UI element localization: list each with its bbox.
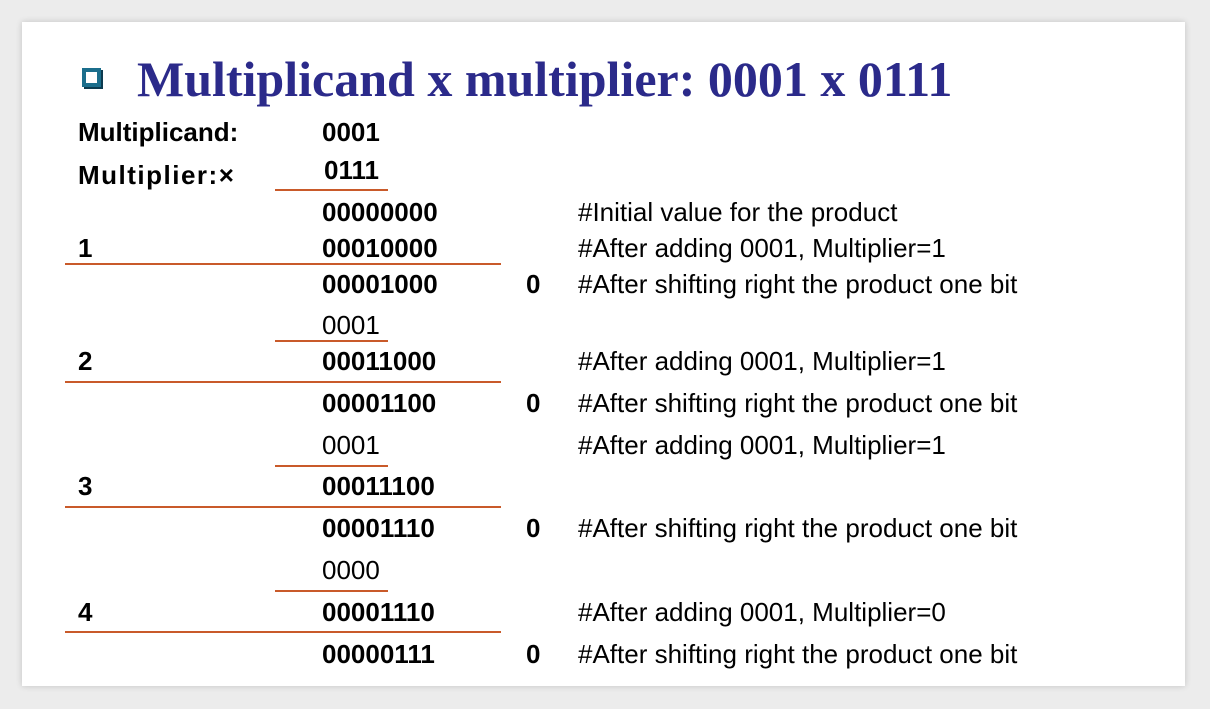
step-comment: #Initial value for the product: [578, 197, 898, 227]
slide-title: Multiplicand x multiplier: 0001 x 0111: [137, 51, 953, 107]
step-divider-1: [65, 263, 501, 265]
step-comment: #After shifting right the product one bi…: [578, 513, 1018, 543]
product-value: 00010000: [322, 233, 438, 263]
step-comment: #After shifting right the product one bi…: [578, 269, 1018, 299]
step-comment: #After shifting right the product one bi…: [578, 639, 1018, 669]
step-comment: #After adding 0001, Multiplier=0: [578, 597, 946, 627]
step-number: 2: [78, 346, 93, 376]
product-value: 00011100: [322, 471, 435, 501]
underline-multiplier: [275, 189, 388, 191]
product-value: 00000000: [322, 197, 438, 227]
shifted-bit: 0: [526, 513, 541, 543]
step-comment: #After adding 0001, Multiplier=1: [578, 233, 946, 263]
shifted-bit: 0: [526, 388, 541, 418]
underline-addend: [275, 340, 388, 342]
product-value: 0001: [322, 430, 380, 460]
product-value: 00001110: [322, 597, 435, 627]
product-value: 00001110: [322, 513, 435, 543]
step-number: 4: [78, 597, 93, 627]
product-value: 00011000: [322, 346, 437, 376]
shifted-bit: 0: [526, 269, 541, 299]
multiplier-value: 0111: [324, 155, 379, 185]
underline-addend: [275, 465, 388, 467]
product-value: 00000111: [322, 639, 435, 669]
shifted-bit: 0: [526, 639, 541, 669]
product-value: 00001100: [322, 388, 437, 418]
step-comment: #After shifting right the product one bi…: [578, 388, 1018, 418]
product-value: 0000: [322, 555, 380, 585]
step-number: 3: [78, 471, 93, 501]
square-bullet-icon: [82, 68, 101, 87]
step-divider-2: [65, 381, 501, 383]
step-divider-4: [65, 631, 501, 633]
product-value: 00001000: [322, 269, 438, 299]
multiplicand-label: Multiplicand:: [78, 117, 239, 147]
underline-addend: [275, 590, 388, 592]
step-comment: #After adding 0001, Multiplier=1: [578, 430, 946, 460]
multiplicand-value: 0001: [322, 117, 380, 147]
step-divider-3: [65, 506, 501, 508]
multiplier-label: Multiplier:×: [78, 160, 236, 190]
product-value: 0001: [322, 310, 380, 340]
slide: Multiplicand x multiplier: 0001 x 0111 M…: [22, 22, 1185, 686]
step-comment: #After adding 0001, Multiplier=1: [578, 346, 946, 376]
step-number: 1: [78, 233, 93, 263]
